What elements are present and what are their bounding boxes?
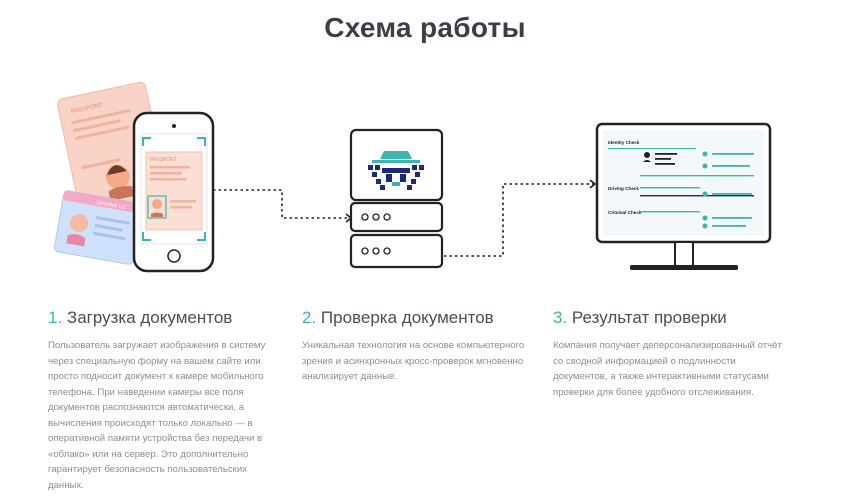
driving-license-document: DRIVING LIC (53, 190, 143, 265)
step-description: Пользователь загружает изображения в сис… (48, 340, 266, 491)
step-result: 3. Результат проверки Компания получает … (553, 306, 783, 400)
monitor-row-identity: Identity Check (608, 140, 640, 145)
step-title: Проверка документов (320, 308, 494, 327)
connector-2 (444, 183, 594, 257)
step-heading: 1. Загрузка документов (48, 306, 278, 330)
step-number: 1. (48, 308, 63, 327)
driving-label: DRIVING LIC (96, 200, 127, 211)
pixel-logo-icon (368, 151, 424, 190)
step-title: Загрузка документов (66, 308, 233, 327)
phone-icon: PASSPORT (132, 111, 215, 273)
step-verification: 2. Проверка документов Уникальная технол… (302, 306, 532, 385)
page-title: Схема работы (324, 12, 526, 43)
phone-passport-label: PASSPORT (150, 157, 177, 163)
monitor-icon: Identity Check Driving Check Criminal Ch… (595, 122, 772, 270)
connector-1 (213, 189, 350, 219)
workflow-illustration: PASSPORT DRIVING LIC (53, 81, 772, 273)
step-number: 2. (302, 308, 317, 327)
server-icon (349, 128, 444, 269)
step-number: 3. (553, 308, 568, 327)
monitor-row-driving: Driving Check (608, 186, 639, 191)
step-description: Уникальная технология на основе компьюте… (302, 340, 525, 382)
step-heading: 3. Результат проверки (553, 306, 783, 330)
step-upload: 1. Загрузка документов Пользователь загр… (48, 306, 278, 493)
step-heading: 2. Проверка документов (302, 306, 532, 330)
step-title: Результат проверки (571, 308, 727, 327)
monitor-row-criminal: Criminal Check (608, 210, 642, 215)
step-description: Компания получает деперсонализированный … (553, 340, 782, 398)
